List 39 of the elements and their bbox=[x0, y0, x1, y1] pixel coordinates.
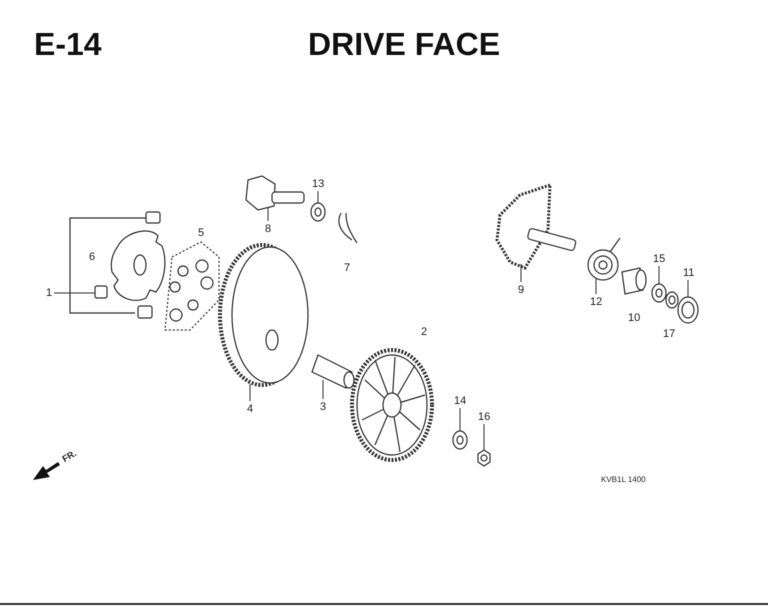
callout-number: 11 bbox=[683, 267, 694, 279]
callout-number: 2 bbox=[421, 326, 428, 338]
washer bbox=[651, 283, 667, 303]
washer bbox=[452, 430, 468, 450]
spring bbox=[587, 238, 620, 281]
leader-line bbox=[54, 292, 96, 294]
callout-number: 3 bbox=[320, 401, 326, 413]
drive-pulley-face bbox=[218, 243, 309, 387]
direction-label: FR. bbox=[60, 447, 79, 465]
callout-number: 17 bbox=[663, 328, 676, 340]
washer bbox=[677, 296, 699, 324]
callout-number: 13 bbox=[312, 178, 324, 190]
callout-number: 14 bbox=[454, 395, 466, 407]
kick-starter-gear bbox=[495, 182, 577, 270]
nut bbox=[477, 449, 491, 467]
slide-piece bbox=[137, 305, 153, 319]
page-number: E-14 bbox=[34, 26, 102, 62]
leader-line bbox=[658, 266, 660, 284]
callout-number: 12 bbox=[590, 296, 602, 308]
slide-piece bbox=[94, 285, 108, 299]
callout-number: 16 bbox=[478, 411, 490, 423]
callout-number: 6 bbox=[89, 251, 96, 263]
leader-line bbox=[322, 380, 324, 400]
callout-number: 15 bbox=[653, 253, 666, 265]
page-title: DRIVE FACE bbox=[308, 26, 500, 62]
callout-number: 4 bbox=[247, 403, 254, 415]
callout-number: 10 bbox=[628, 312, 640, 324]
callout-number: 5 bbox=[198, 227, 204, 239]
leader-line bbox=[520, 264, 522, 282]
collar bbox=[311, 354, 355, 389]
callout-number: 1 bbox=[46, 287, 52, 299]
starter-pinion bbox=[245, 175, 305, 211]
drawing-code: KVB1L 1400 bbox=[601, 474, 646, 486]
callout-number: 8 bbox=[265, 223, 272, 235]
washer bbox=[310, 202, 326, 222]
fan-drive-face bbox=[350, 348, 434, 462]
callout-number: 9 bbox=[518, 284, 524, 296]
callout-number: 7 bbox=[344, 262, 350, 274]
slide-piece bbox=[145, 211, 161, 224]
